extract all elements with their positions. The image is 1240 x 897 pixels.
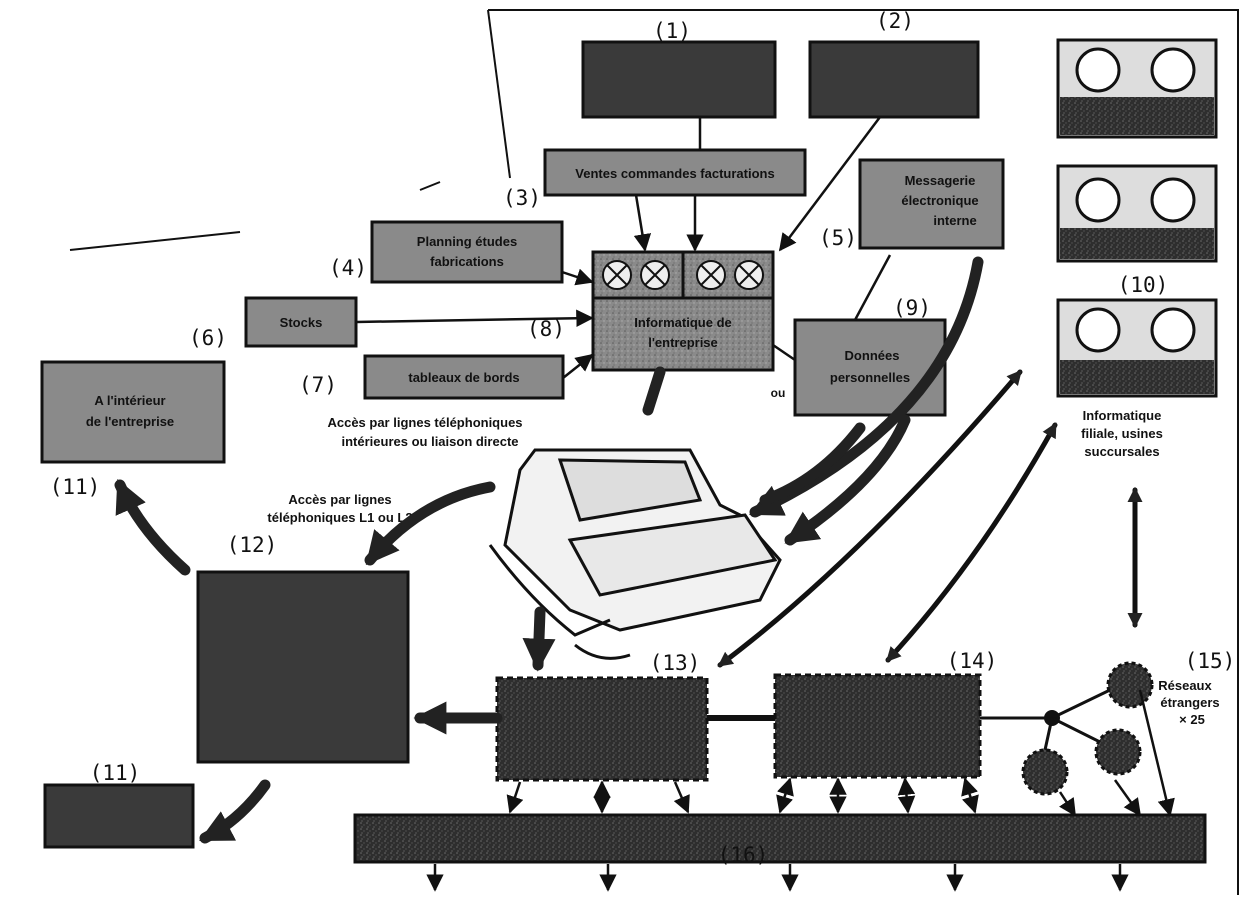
foreign-networks: (15) Réseaux étrangers × 25: [980, 649, 1236, 796]
planning-line-2: fabrications: [430, 254, 504, 269]
label-14: (14): [947, 649, 998, 673]
label-7: (7): [299, 373, 337, 397]
label-16: (16): [718, 843, 769, 867]
box-12: [196, 570, 410, 764]
label-2: (2): [876, 9, 914, 33]
tape-unit-1: [1056, 38, 1218, 139]
informatique-entreprise-box: Informatique de l'entreprise (8): [527, 250, 775, 372]
planning-box: Planning études fabrications (4): [329, 220, 564, 284]
box-11-bottom: (11): [43, 761, 195, 849]
box-2: (2): [808, 9, 980, 119]
messagerie-line-1: Messagerie: [905, 173, 976, 188]
ventes-label: Ventes commandes facturations: [575, 166, 774, 181]
tableaux-box: tableaux de bords (7): [299, 354, 565, 400]
stocks-label: Stocks: [280, 315, 323, 330]
interieur-line-2: de l'entreprise: [86, 414, 174, 429]
box-1: (1): [581, 19, 777, 119]
bottom-bar-16: (16): [353, 813, 1207, 867]
label-6: (6): [189, 326, 227, 350]
acces-l1l2-line-2: téléphoniques L1 ou L2: [267, 510, 412, 525]
messagerie-line-2: électronique: [901, 193, 978, 208]
label-13: (13): [650, 651, 701, 675]
bar-arrows: [426, 777, 1129, 892]
label-8: (8): [527, 317, 565, 341]
label-10: (10): [1118, 273, 1169, 297]
label-15: (15): [1185, 649, 1236, 673]
tape-unit-3: [1056, 298, 1218, 398]
interieur-line-1: A l'intérieur: [94, 393, 165, 408]
label-3: (3): [503, 186, 541, 210]
acces-l1l2-line-1: Accès par lignes: [288, 492, 391, 507]
terminal-illustration: [488, 448, 782, 660]
label-12: (12): [227, 533, 278, 557]
filiale-line-3: succursales: [1084, 444, 1159, 459]
interieur-entreprise-box: A l'intérieur de l'entreprise (6): [40, 326, 227, 464]
donnees-line-2: personnelles: [830, 370, 910, 385]
filiale-line-1: Informatique: [1083, 408, 1162, 423]
messagerie-box: Messagerie électronique interne (5): [819, 158, 1005, 250]
reseaux-line-3: × 25: [1179, 712, 1205, 727]
filiale-computers: (10) Informatique filiale, usines succur…: [1056, 38, 1218, 459]
label-11b: (11): [90, 761, 141, 785]
long-double-arrows: [717, 369, 1143, 668]
stocks-box: Stocks: [244, 296, 358, 348]
box-13: (13): [495, 651, 709, 782]
label-1: (1): [653, 19, 691, 43]
planning-line-1: Planning études: [417, 234, 517, 249]
frame-lines: [69, 9, 1239, 895]
box-14: (14): [773, 649, 998, 779]
reseaux-line-1: Réseaux: [1158, 678, 1212, 693]
label-5: (5): [819, 226, 857, 250]
donnees-line-1: Données: [845, 348, 900, 363]
label-9: (9): [893, 296, 931, 320]
ou-label: ou: [771, 386, 786, 400]
tape-reel-icon: [602, 260, 764, 290]
informatique-line-1: Informatique de: [634, 315, 732, 330]
ventes-commandes-box: Ventes commandes facturations (3): [503, 148, 807, 210]
label-4: (4): [329, 256, 367, 280]
tableaux-label: tableaux de bords: [408, 370, 519, 385]
reseaux-line-2: étrangers: [1160, 695, 1219, 710]
messagerie-line-3: interne: [933, 213, 976, 228]
connector-arrows: [355, 116, 1175, 817]
informatique-line-2: l'entreprise: [648, 335, 718, 350]
label-11a: (11): [50, 475, 101, 499]
acces-interieur-line-1: Accès par lignes téléphoniques: [327, 415, 522, 430]
filiale-line-2: filiale, usines: [1081, 426, 1163, 441]
acces-interieur-line-2: intérieures ou liaison directe: [342, 434, 519, 449]
tape-unit-2: [1056, 164, 1218, 263]
